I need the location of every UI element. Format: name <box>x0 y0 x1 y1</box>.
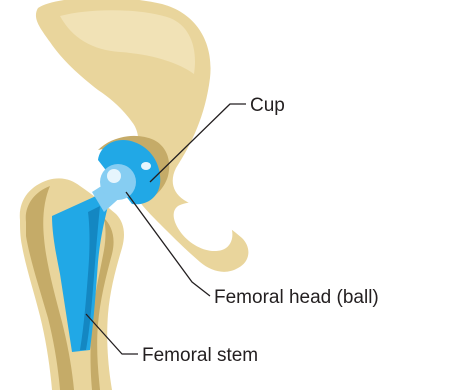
cup-bolt-hole <box>141 162 151 170</box>
label-cup: Cup <box>250 95 285 116</box>
label-femoral-stem: Femoral stem <box>142 345 258 366</box>
label-femoral-head: Femoral head (ball) <box>214 287 379 308</box>
head-ball <box>100 164 136 200</box>
head-ball-gloss <box>107 169 121 183</box>
femoral-head-ball-icon <box>100 164 136 200</box>
